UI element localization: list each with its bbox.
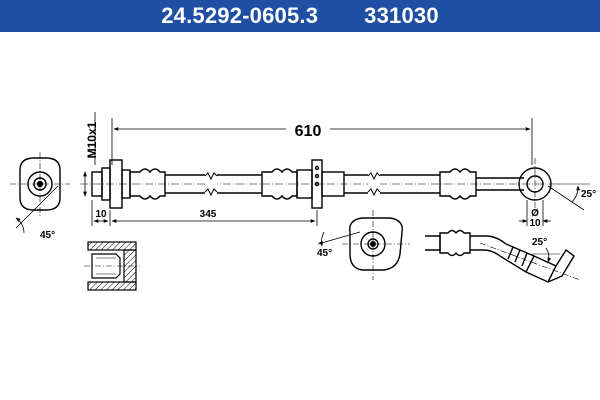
hose-side-view <box>80 158 560 212</box>
technical-drawing: 45° M10x1 610 <box>10 112 596 291</box>
total-length-label: 610 <box>295 123 322 140</box>
fitting-length-label: 10 <box>95 209 107 220</box>
break-marks <box>204 172 381 197</box>
title-bar: 24.5292-0605.3 331030 <box>0 0 600 32</box>
eye-angle-dimension <box>547 183 590 211</box>
angle-mid-label: 45° <box>317 248 332 259</box>
angle-eye-label: 25° <box>581 189 596 200</box>
eye-diameter-label: 10 <box>529 218 541 229</box>
eye-diameter-dimension <box>519 200 551 226</box>
section-view <box>84 241 140 291</box>
bracket-end-view <box>317 210 410 280</box>
left-end-view <box>10 152 70 234</box>
bent-fitting-view <box>425 229 581 283</box>
thread-label: M10x1 <box>85 121 99 158</box>
eye-diameter-symbol: Ø <box>531 208 539 219</box>
part-number: 24.5292-0605.3 <box>161 3 319 28</box>
angle-left-label: 45° <box>40 230 55 241</box>
mid-distance-label: 345 <box>200 209 217 220</box>
reference-number: 331030 <box>364 3 439 28</box>
angle-bend-label: 25° <box>532 237 547 248</box>
lower-dimensions <box>91 200 318 226</box>
